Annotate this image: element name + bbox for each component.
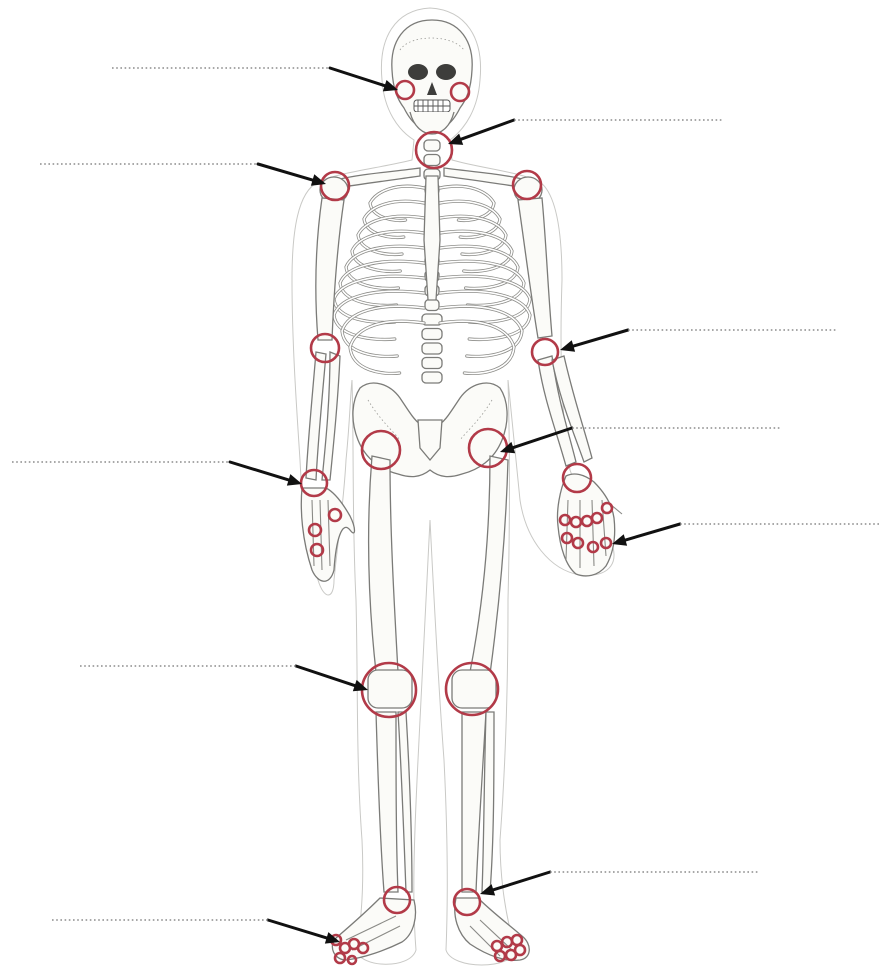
rib-right-highlight [440,306,522,356]
arrow-toes [268,920,340,944]
arrow-fingers [612,524,680,546]
label-lines[interactable] [12,68,880,920]
arrow-elbow-head [560,340,575,352]
arrow-knee-shaft [296,666,355,686]
vertebra [422,343,442,354]
arrow-elbow-shaft [573,330,628,346]
arrow-fingers-shaft [625,524,680,540]
arrow-wrist-head [287,474,302,485]
arrow-jaw-shaft [330,68,385,86]
vertebra [424,155,440,166]
vertebra [422,358,442,369]
arrow-jaw [330,68,398,91]
arrow-wrist-shaft [230,462,289,480]
arrow-elbow [560,330,628,352]
arrow-knee-head [353,680,368,691]
rib-right-highlight [440,216,506,254]
sternum [424,176,440,300]
arrow-neck [448,120,514,145]
arrow-neck-shaft [461,120,514,139]
arrow-shoulder-shaft [258,164,313,180]
rib-right-highlight [440,321,514,373]
arrow-wrist [230,462,302,486]
joint-circle-ankle-left-small [348,956,356,964]
arrow-shoulder [258,164,326,186]
vertebra [422,372,442,383]
vertebra [425,300,439,311]
arrow-toes-shaft [268,920,327,938]
rib-left-highlight [342,306,424,356]
skull [392,20,472,134]
vertebra [424,140,440,151]
vertebra [422,329,442,340]
rib-left-highlight [350,321,424,373]
rib-left-highlight [358,216,424,254]
